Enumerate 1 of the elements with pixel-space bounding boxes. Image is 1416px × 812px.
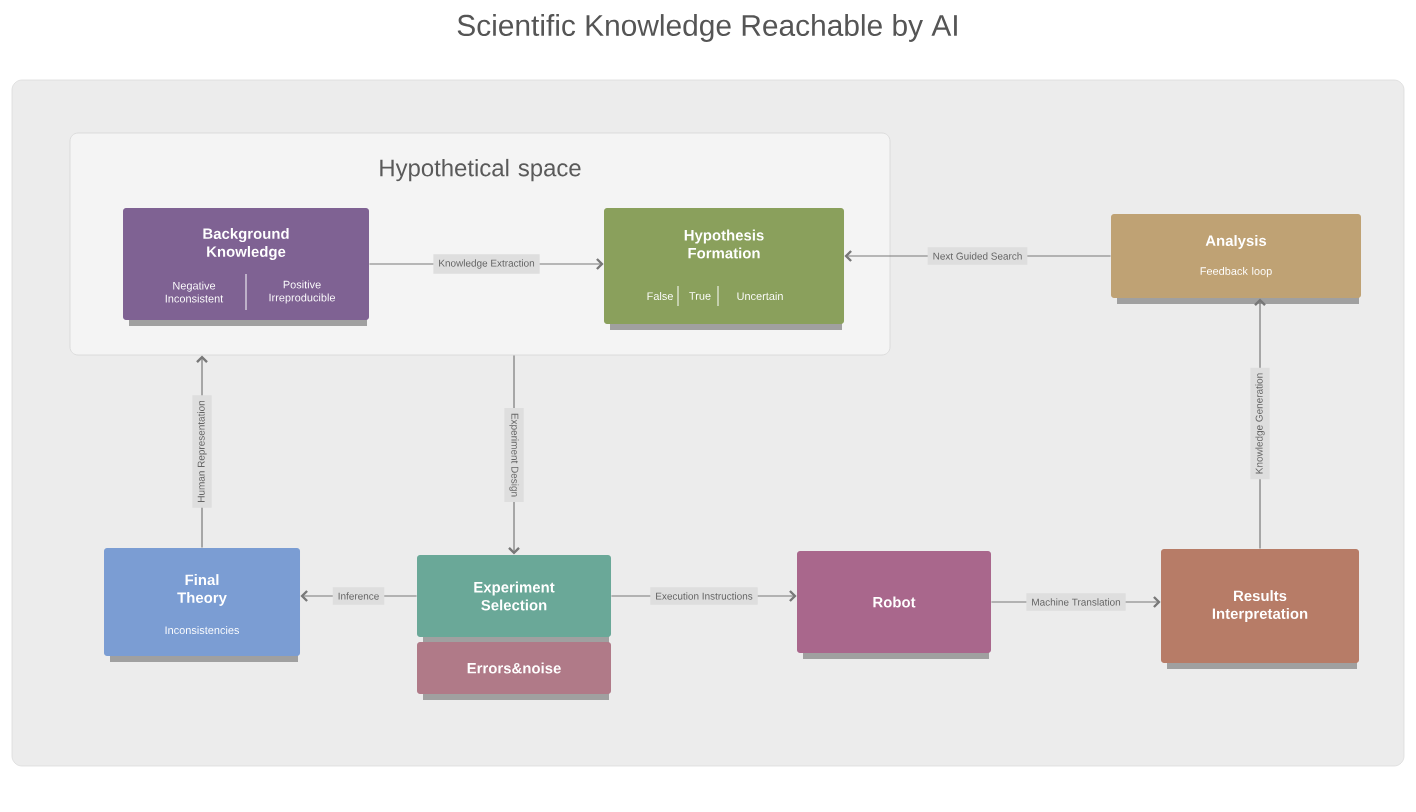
title: Scientific Knowledge Reachable by AI [457, 14, 957, 42]
